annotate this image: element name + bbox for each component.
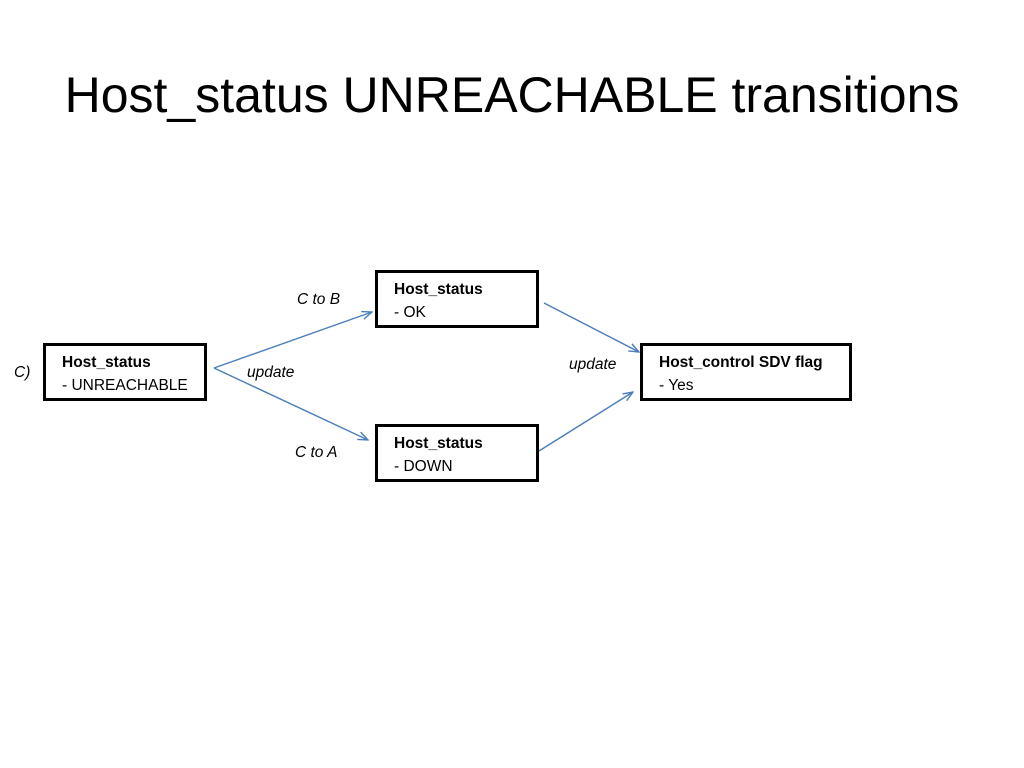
node-heading: Host_status [394,281,483,298]
node-value: - DOWN [394,458,453,475]
node-heading: Host_status [394,435,483,452]
node-value: - OK [394,304,426,321]
edge-label-update-left: update [247,364,295,381]
arrow-ok-to-sdv-flag [543,302,639,352]
node-heading: Host_status [62,354,151,371]
node-host-status-down: Host_status - DOWN [375,424,539,482]
slide-title: Host_status UNREACHABLE transitions [64,67,960,123]
edge-label-c-to-b: C to B [297,291,341,308]
case-label: C) [14,364,31,381]
edge-label-c-to-a: C to A [295,444,338,461]
arrow-unreachable-to-ok [213,312,372,369]
edge-label-update-right: update [569,356,617,373]
node-value: - UNREACHABLE [62,377,188,394]
arrow-unreachable-to-down [213,367,368,440]
node-value: - Yes [659,377,694,394]
node-host-control-sdv-flag: Host_control SDV flag - Yes [640,343,852,401]
arrow-down-to-sdv-flag [538,392,633,452]
node-heading: Host_control SDV flag [659,354,823,371]
node-host-status-unreachable: Host_status - UNREACHABLE [43,343,207,401]
node-host-status-ok: Host_status - OK [375,270,539,328]
